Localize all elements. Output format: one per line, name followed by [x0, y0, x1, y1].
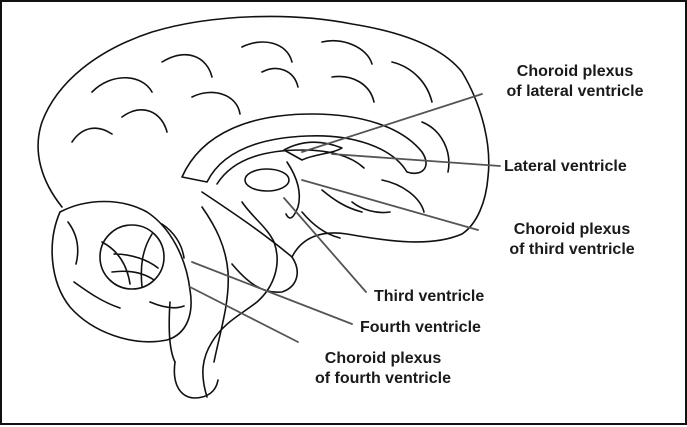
label-fourth-ventricle: Fourth ventricle	[360, 318, 481, 338]
medulla	[174, 362, 218, 398]
label-choroid-plexus-fourth: Choroid plexus of fourth ventricle	[288, 349, 478, 389]
label-lateral-ventricle: Lateral ventricle	[504, 157, 627, 177]
label-line: of lateral ventricle	[480, 82, 670, 102]
leader-choroid-third	[302, 180, 478, 230]
brainstem-inner	[202, 207, 228, 362]
label-choroid-plexus-lateral: Choroid plexus of lateral ventricle	[480, 62, 670, 102]
leader-choroid-fourth	[190, 287, 298, 342]
label-line: Choroid plexus	[482, 220, 662, 240]
leader-lateral-ventricle	[332, 154, 500, 166]
label-line: of third ventricle	[482, 240, 662, 260]
label-choroid-plexus-third: Choroid plexus of third ventricle	[482, 220, 662, 260]
thalamus	[245, 169, 289, 191]
temporal-outline	[202, 192, 297, 292]
label-line: of fourth ventricle	[288, 369, 478, 389]
cerebrum-outline	[38, 16, 489, 257]
label-third-ventricle: Third ventricle	[374, 287, 484, 307]
label-line: Choroid plexus	[288, 349, 478, 369]
leader-fourth-ventricle	[192, 262, 352, 324]
label-line: Choroid plexus	[480, 62, 670, 82]
leader-choroid-lateral	[302, 94, 482, 152]
third-ventricle-shape	[286, 162, 299, 218]
gyri	[72, 41, 449, 213]
